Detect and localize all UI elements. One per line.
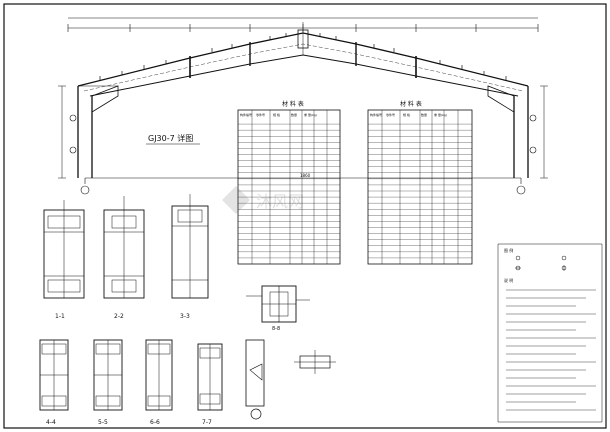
section-label-8-8: 8-8 (272, 326, 280, 332)
section-4-4 (39, 339, 69, 411)
tbl-right-h3: 数量 (421, 112, 427, 117)
section-label-5-5: 5-5 (98, 419, 108, 426)
legend-notes: 图 例 说 明 (497, 243, 603, 423)
section-label-4-4: 4-4 (46, 419, 56, 426)
tbl-right-h0: 构件编号 (370, 112, 382, 117)
material-table-right: 材 料 表 构件编号 零件号 规 格 数量 重 量(kg) (367, 100, 473, 265)
section-label-1-1: 1-1 (55, 313, 65, 320)
section-label-2-2: 2-2 (114, 313, 124, 320)
tbl-left-h3: 数量 (291, 112, 297, 117)
notes-title: 说 明 (504, 277, 513, 283)
section-label-6-6: 6-6 (150, 419, 160, 426)
frame-elevation: 1860 GJ30-7 详图 (58, 17, 548, 195)
span-dimension: 1860 (300, 173, 311, 178)
section-2-2 (103, 196, 145, 299)
section-6-6 (145, 339, 173, 411)
table-left-title: 材 料 表 (282, 100, 304, 108)
tbl-right-h1: 零件号 (386, 112, 395, 117)
section-details (39, 194, 336, 420)
section-5-5 (93, 339, 123, 411)
section-8-8 (246, 285, 310, 323)
base-detail (245, 339, 265, 420)
material-table-left: 材 料 表 构件编号 零件号 规 格 数量 重 量(kg) (237, 100, 341, 265)
section-label-7-7: 7-7 (202, 419, 212, 426)
table-right-title: 材 料 表 (400, 100, 422, 108)
tbl-left-h0: 构件编号 (240, 112, 252, 117)
sheet-border (3, 3, 607, 429)
elevation-title: GJ30-7 详图 (148, 133, 193, 143)
section-7-7 (197, 343, 223, 411)
section-1-1 (43, 200, 85, 299)
tbl-left-h5: 重 量(kg) (304, 112, 317, 117)
tbl-right-h5: 重 量(kg) (434, 112, 447, 117)
watermark-text: 沐风网 (256, 192, 304, 211)
legend-title: 图 例 (504, 247, 513, 253)
plate-detail (294, 350, 336, 374)
tbl-right-h2: 规 格 (403, 112, 410, 117)
tbl-left-h1: 零件号 (256, 112, 265, 117)
watermark: 沐风网 (222, 186, 304, 214)
tbl-left-h2: 规 格 (273, 112, 280, 117)
section-3-3 (171, 194, 209, 299)
section-labels: 1-1 2-2 3-3 4-4 5-5 6-6 7-7 8-8 (46, 313, 280, 426)
section-label-3-3: 3-3 (180, 313, 190, 320)
